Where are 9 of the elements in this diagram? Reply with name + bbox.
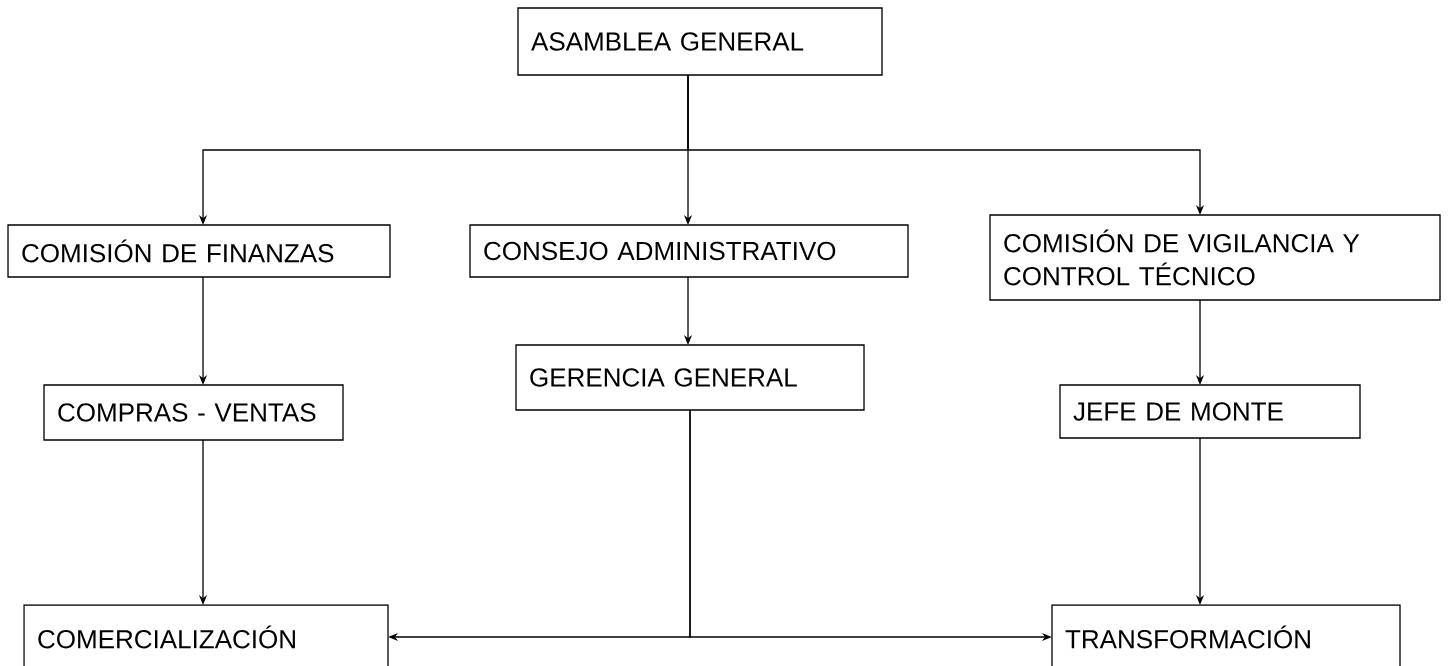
org-box: COMISIÓN DE VIGILANCIA Y CONTROL TÉCNICO <box>989 214 1441 301</box>
org-box: JEFE DE MONTE <box>1059 384 1361 439</box>
org-box: ASAMBLEA GENERAL <box>517 7 883 76</box>
org-box: GERENCIA GENERAL <box>515 344 865 411</box>
org-box: CONSEJO ADMINISTRATIVO <box>469 224 909 278</box>
org-box: TRANSFORMACIÓN <box>1051 604 1401 666</box>
org-box: COMERCIALIZACIÓN <box>23 604 389 666</box>
org-box: COMISIÓN DE FINANZAS <box>7 224 391 278</box>
org-box: COMPRAS - VENTAS <box>43 384 344 441</box>
